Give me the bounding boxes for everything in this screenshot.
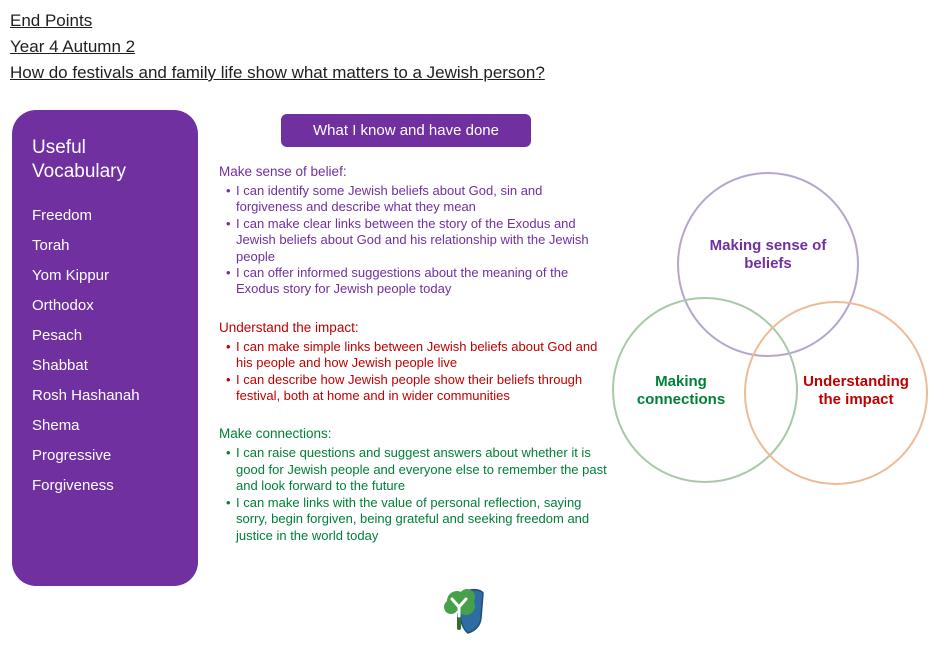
school-logo-icon bbox=[444, 588, 484, 634]
vocabulary-panel: Useful Vocabulary Freedom Torah Yom Kipp… bbox=[12, 110, 198, 586]
vocab-item: Shema bbox=[32, 417, 80, 434]
bullet-item: • I can raise questions and suggest answ… bbox=[219, 445, 613, 494]
venn-label-connections: Making connections bbox=[636, 373, 726, 408]
bullet-item: • I can identify some Jewish beliefs abo… bbox=[219, 183, 613, 216]
know-done-content: Make sense of belief: • I can identify s… bbox=[219, 163, 613, 565]
vocabulary-title: Useful Vocabulary bbox=[32, 137, 127, 182]
bullet-text: I can make links with the value of perso… bbox=[236, 494, 590, 543]
vocab-item: Yom Kippur bbox=[32, 267, 109, 284]
vocab-item: Pesach bbox=[32, 327, 83, 344]
section-heading: Understand the impact: bbox=[219, 319, 359, 335]
vocab-item: Forgiveness bbox=[32, 477, 114, 494]
section-make-connections: Make connections: • I can raise question… bbox=[219, 425, 613, 543]
bullet-icon: • bbox=[226, 494, 231, 510]
vocab-item: Progressive bbox=[32, 447, 112, 464]
bullet-item: • I can offer informed suggestions about… bbox=[219, 265, 613, 298]
venn-label-impact: Understanding the impact bbox=[803, 373, 909, 408]
bullet-icon: • bbox=[226, 338, 231, 354]
bullet-icon: • bbox=[226, 445, 231, 461]
vocab-item: Orthodox bbox=[32, 297, 94, 314]
bullet-text: I can offer informed suggestions about t… bbox=[236, 265, 569, 297]
bullet-text: I can raise questions and suggest answer… bbox=[236, 445, 607, 494]
vocab-item: Rosh Hashanah bbox=[32, 387, 140, 404]
bullet-icon: • bbox=[226, 183, 231, 198]
section-make-sense-of-belief: Make sense of belief: • I can identify s… bbox=[219, 163, 613, 298]
bullet-item: • I can make links with the value of per… bbox=[219, 495, 613, 544]
section-heading: Make sense of belief: bbox=[219, 164, 347, 179]
bullet-item: • I can describe how Jewish people show … bbox=[219, 372, 613, 405]
circle-making-sense bbox=[677, 172, 859, 357]
header-year-term: Year 4 Autumn 2 bbox=[10, 37, 136, 56]
header-key-question: How do festivals and family life show wh… bbox=[10, 63, 545, 82]
bullet-icon: • bbox=[226, 265, 231, 281]
bullet-item: • I can make clear links between the sto… bbox=[219, 216, 613, 265]
section-understand-the-impact: Understand the impact: • I can make simp… bbox=[219, 319, 613, 405]
what-i-know-banner: What I know and have done bbox=[281, 114, 531, 147]
section-heading: Make connections: bbox=[219, 426, 332, 442]
page-title: End Points bbox=[10, 11, 93, 30]
bullet-text: I can identify some Jewish beliefs about… bbox=[236, 183, 543, 215]
bullet-item: • I can make simple links between Jewish… bbox=[219, 339, 613, 372]
school-logo bbox=[443, 585, 487, 635]
vocab-item: Freedom bbox=[32, 207, 93, 224]
bullet-icon: • bbox=[226, 371, 231, 387]
bullet-text: I can make simple links between Jewish b… bbox=[236, 338, 598, 371]
bullet-icon: • bbox=[226, 215, 231, 231]
circle-understanding-impact bbox=[744, 301, 928, 485]
header: End Points Year 4 Autumn 2 How do festiv… bbox=[10, 8, 545, 86]
circle-making-connections bbox=[612, 297, 798, 483]
bullet-text: I can make clear links between the story… bbox=[236, 215, 589, 264]
vocab-item: Torah bbox=[32, 237, 70, 254]
vocab-item: Shabbat bbox=[32, 357, 88, 374]
bullet-text: I can describe how Jewish people show th… bbox=[236, 371, 583, 404]
venn-label-making-sense: Making sense of beliefs bbox=[709, 237, 827, 272]
